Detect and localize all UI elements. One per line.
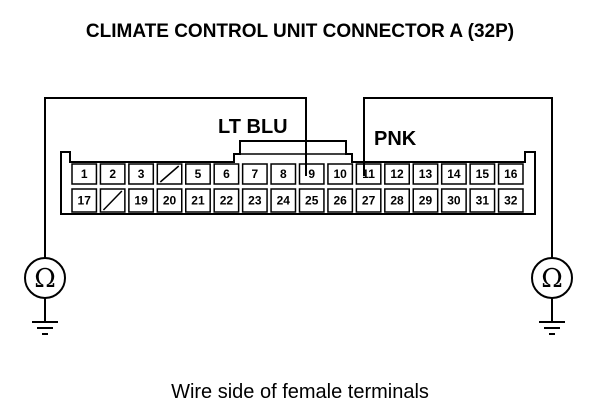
terminal-number: 6 xyxy=(223,167,230,181)
terminal-9: 9 xyxy=(298,163,325,185)
terminal-number: 31 xyxy=(476,194,490,208)
terminal-number: 15 xyxy=(476,167,490,181)
terminal-number: 23 xyxy=(248,194,262,208)
diagram-caption: Wire side of female terminals xyxy=(171,381,429,403)
terminal-28: 28 xyxy=(384,188,410,213)
terminal-number: 20 xyxy=(163,194,177,208)
terminal-14: 14 xyxy=(440,163,467,185)
wire-color-pnk: PNK xyxy=(374,128,417,150)
terminal-1: 1 xyxy=(71,163,98,185)
terminal-number: 2 xyxy=(109,167,116,181)
terminal-number: 30 xyxy=(447,194,461,208)
diagram-title: CLIMATE CONTROL UNIT CONNECTOR A (32P) xyxy=(86,21,514,42)
ohmmeter-right: Ω xyxy=(531,257,573,322)
terminal-10: 10 xyxy=(327,163,354,185)
terminal-number: 32 xyxy=(504,194,518,208)
terminal-number: 10 xyxy=(333,167,347,181)
terminal-2: 2 xyxy=(99,163,126,185)
terminal-number: 7 xyxy=(252,167,259,181)
terminal-number: 8 xyxy=(280,167,287,181)
terminal-11: 11 xyxy=(355,163,382,185)
terminal-8: 8 xyxy=(270,163,297,185)
terminal-17: 17 xyxy=(71,188,98,213)
lead-wire-pin-9 xyxy=(44,97,307,258)
terminal-32: 32 xyxy=(497,188,524,213)
terminal-12: 12 xyxy=(384,163,410,185)
terminal-30: 30 xyxy=(440,188,467,213)
terminal-22: 22 xyxy=(213,188,240,213)
terminal-15: 15 xyxy=(469,163,496,185)
ohm-icon: Ω xyxy=(541,264,563,294)
terminal-number: 17 xyxy=(78,194,92,208)
terminal-number: 28 xyxy=(390,194,404,208)
terminal-number: 19 xyxy=(134,194,148,208)
terminal-13: 13 xyxy=(412,163,439,185)
terminal-19: 19 xyxy=(128,188,155,213)
terminal-number: 5 xyxy=(195,167,202,181)
terminal-blank xyxy=(99,188,126,213)
terminal-number: 21 xyxy=(191,194,205,208)
lead-wire-pin-11 xyxy=(363,97,553,258)
terminal-number: 9 xyxy=(308,167,315,181)
wire-color-lt-blu: LT BLU xyxy=(218,116,288,138)
ohmmeter-left: Ω xyxy=(24,257,66,322)
terminal-blank xyxy=(156,163,183,185)
terminal-16: 16 xyxy=(497,163,524,185)
terminal-number: 25 xyxy=(305,194,319,208)
connector-housing xyxy=(60,140,536,215)
terminal-number: 14 xyxy=(447,167,461,181)
terminal-number: 1 xyxy=(81,167,88,181)
terminal-27: 27 xyxy=(355,188,382,213)
terminal-number: 3 xyxy=(138,167,145,181)
terminal-5: 5 xyxy=(185,163,211,185)
terminal-21: 21 xyxy=(185,188,211,213)
terminal-number: 16 xyxy=(504,167,518,181)
terminal-31: 31 xyxy=(469,188,496,213)
terminal-24: 24 xyxy=(270,188,297,213)
terminal-7: 7 xyxy=(241,163,268,185)
terminal-number: 26 xyxy=(333,194,347,208)
terminal-number: 11 xyxy=(362,167,375,181)
terminal-number: 27 xyxy=(362,194,376,208)
terminal-number: 13 xyxy=(419,167,433,181)
terminal-23: 23 xyxy=(241,188,268,213)
terminal-20: 20 xyxy=(156,188,183,213)
terminal-number: 29 xyxy=(419,194,433,208)
test-leads xyxy=(44,97,553,258)
terminal-number: 12 xyxy=(390,167,404,181)
terminal-3: 3 xyxy=(128,163,155,185)
terminal-6: 6 xyxy=(213,163,240,185)
terminal-26: 26 xyxy=(327,188,354,213)
ohm-icon: Ω xyxy=(34,264,56,294)
ground-icon xyxy=(32,321,58,335)
terminal-number: 24 xyxy=(277,194,291,208)
terminal-29: 29 xyxy=(412,188,439,213)
terminal-number: 22 xyxy=(220,194,234,208)
terminal-25: 25 xyxy=(298,188,325,213)
ground-icon xyxy=(539,321,565,335)
